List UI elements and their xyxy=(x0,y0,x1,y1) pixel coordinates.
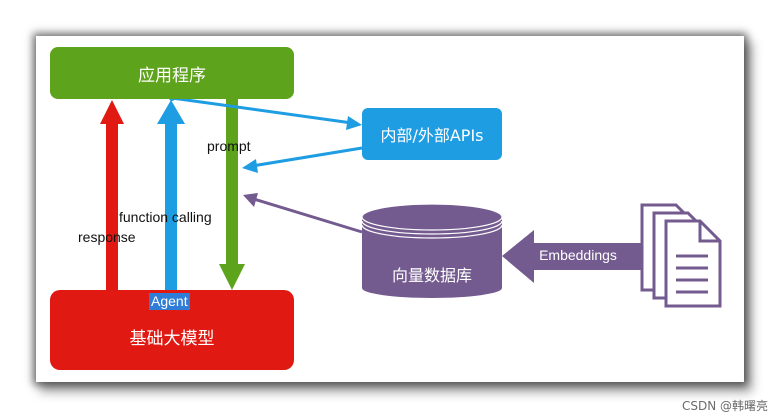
api-to-prompt-arrow xyxy=(242,146,363,173)
embeddings-label: Embeddings xyxy=(539,247,617,263)
api-node-label: 内部/外部APIs xyxy=(380,126,484,145)
prompt-arrow xyxy=(219,99,245,290)
agent-label: Agent xyxy=(149,293,190,310)
function-calling-label: function calling xyxy=(119,209,212,225)
vector-db-label: 向量数据库 xyxy=(391,266,472,285)
function-calling-arrow xyxy=(157,100,185,291)
app-to-api-arrow xyxy=(169,95,362,130)
db-to-prompt-arrow xyxy=(243,193,363,234)
app-node: 应用程序 xyxy=(50,47,294,99)
app-node-label: 应用程序 xyxy=(138,65,206,86)
embeddings-arrow xyxy=(502,230,642,283)
documents-stack-icon xyxy=(640,203,722,308)
prompt-label: prompt xyxy=(207,138,251,154)
watermark: CSDN @韩曙亮 xyxy=(681,399,768,413)
api-node: 内部/外部APIs xyxy=(362,108,502,160)
model-node-label: 基础大模型 xyxy=(129,328,215,349)
response-label: response xyxy=(78,229,136,245)
model-node: Agent 基础大模型 xyxy=(50,290,294,370)
response-arrow xyxy=(100,100,124,291)
vector-db-cylinder xyxy=(361,203,503,298)
